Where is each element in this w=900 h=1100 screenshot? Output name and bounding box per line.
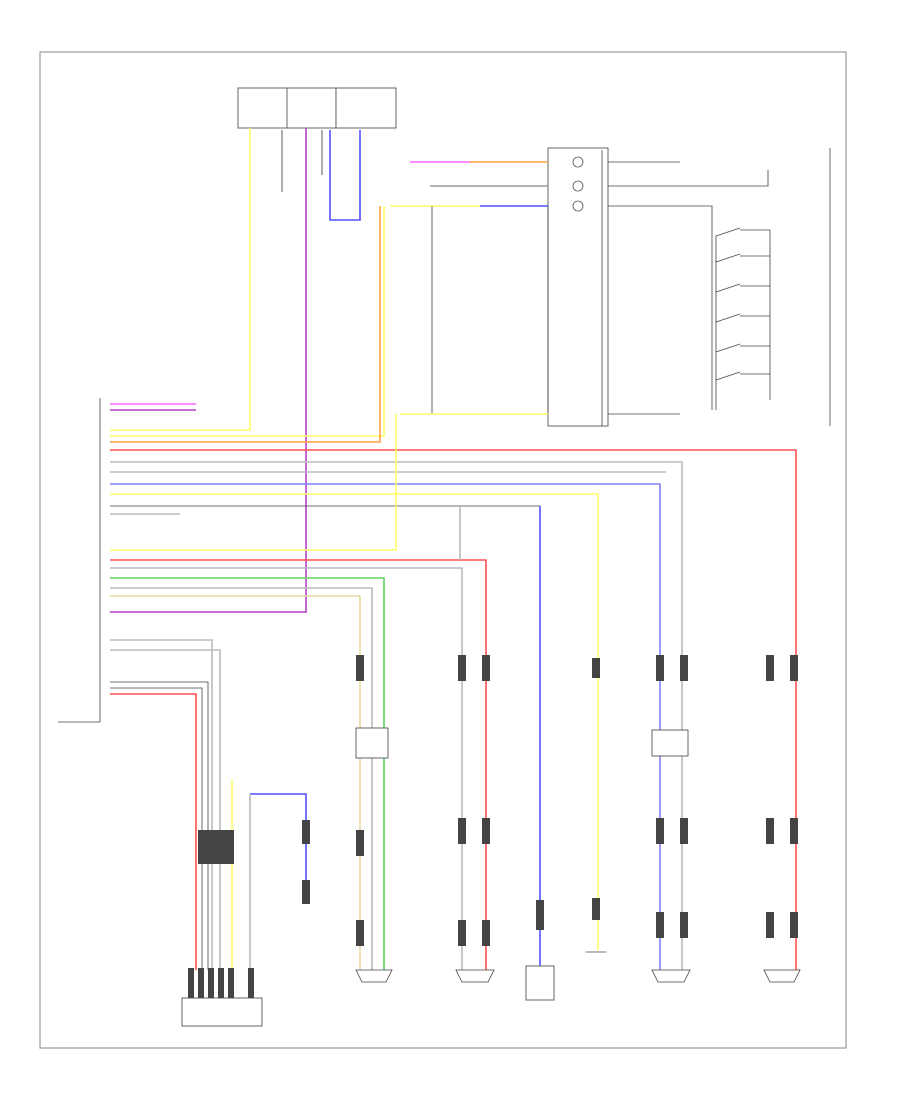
wire-yellow-2: [110, 414, 397, 551]
amplifier-module: [547, 147, 609, 427]
fuse-3: [572, 200, 584, 212]
top-connector-right: [335, 87, 397, 129]
fuse-1: [572, 156, 584, 168]
switch-ladder: [715, 227, 771, 410]
subwoofer: [181, 968, 263, 1027]
rear-left-inline-connector: [651, 729, 689, 757]
wire-green-1: [110, 577, 385, 970]
wire-violet-top: [110, 128, 307, 613]
front-right-speaker: [455, 969, 495, 983]
front-left-inline-connector: [355, 727, 389, 759]
wire-tan-1: [110, 595, 361, 970]
wire-gray-5: [110, 587, 373, 970]
wire-blue-sub: [250, 793, 307, 900]
wire-red-long: [110, 449, 797, 970]
wire-red-3: [110, 693, 197, 970]
rear-right-speaker: [763, 969, 801, 983]
center-speaker: [525, 965, 555, 1001]
wire-gray-7: [110, 649, 221, 970]
wire-black-3: [110, 687, 203, 970]
wire-red-2: [110, 559, 487, 970]
wire-yellow-long: [110, 493, 599, 950]
fuse-2: [572, 180, 584, 192]
wire-gray-4: [110, 567, 463, 970]
wire-black-long: [110, 505, 541, 970]
wire-orange-1: [110, 206, 381, 443]
wire-blue-loop: [329, 130, 361, 221]
wire-yellow-down: [110, 206, 385, 437]
top-connector-left: [237, 87, 337, 129]
wire-black-out-3: [608, 205, 713, 410]
inline-connectors: [198, 655, 798, 946]
front-left-speaker: [355, 969, 393, 983]
wire-blue-long: [110, 483, 661, 970]
wire-gray-1: [110, 461, 683, 970]
wire-black-2: [110, 681, 209, 970]
diagram-frame: [39, 51, 847, 1049]
radio-connector: [58, 398, 101, 723]
wire-black-out-2: [608, 170, 769, 187]
wire-yellow-top: [110, 128, 251, 431]
rear-left-speaker: [651, 969, 691, 983]
